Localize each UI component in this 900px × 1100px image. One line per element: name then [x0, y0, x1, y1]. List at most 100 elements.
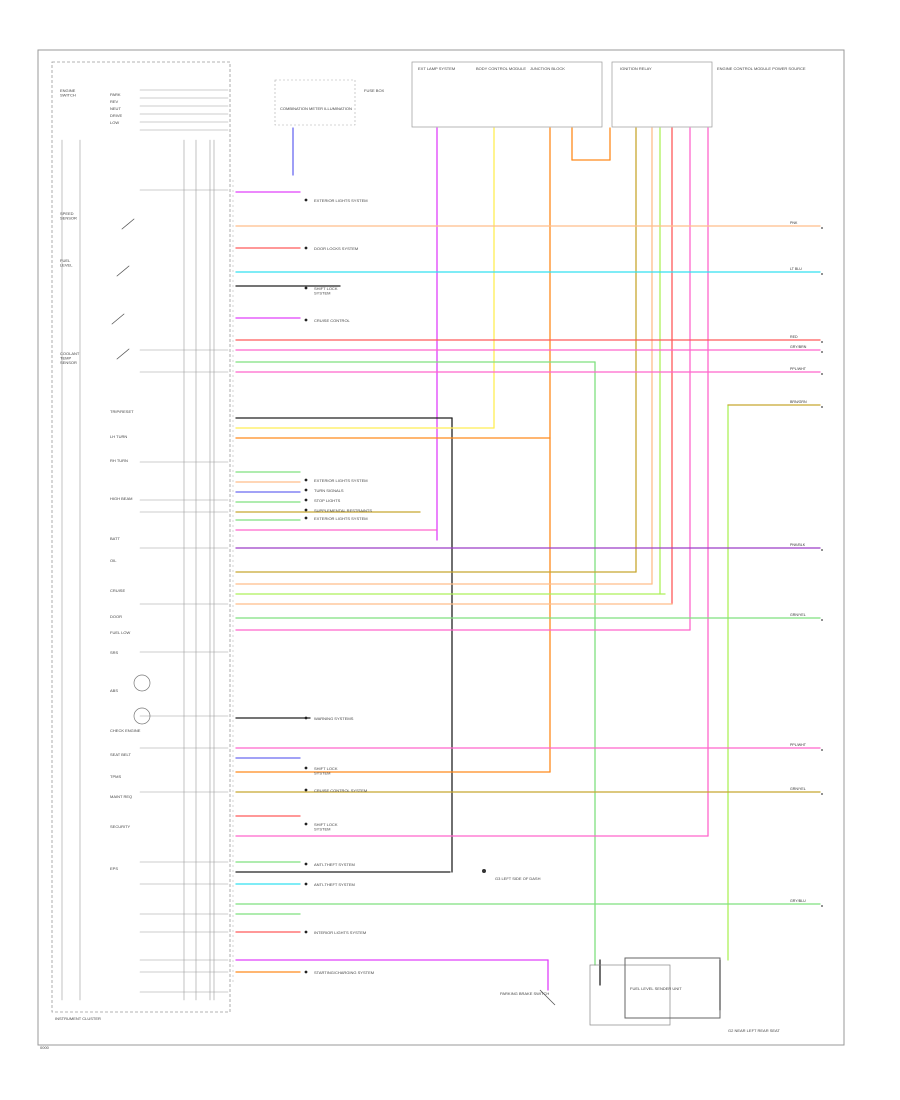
connector-end-dot	[821, 273, 823, 275]
connector-end-dot	[821, 619, 823, 621]
left-component-label-15: OIL	[110, 558, 117, 563]
left-component-label-12: RH TURN	[110, 458, 128, 463]
connector-dot	[304, 822, 308, 826]
top-label-4: JUNCTION BLOCK	[530, 66, 565, 71]
destination-label-15: ANTI-THEFT SYSTEM	[314, 882, 355, 887]
left-component-label-16: CRUISE	[110, 588, 125, 593]
left-component-label-23: TPMS	[110, 774, 121, 779]
top-components: COMBINATION METER ILLUMINATION EXT LAMP …	[274, 61, 806, 128]
left-component-label-25: SECURITY	[110, 824, 131, 829]
left-component-label-17: DOOR	[110, 614, 122, 619]
destination-label-12: CRUISE CONTROL SYSTEM	[314, 788, 367, 793]
connector-dot	[304, 930, 308, 934]
connector-dot	[304, 516, 308, 520]
top-component-box-2	[411, 61, 603, 128]
connector-end-dot	[821, 549, 823, 551]
destination-label-6: TURN SIGNALS	[314, 488, 344, 493]
connector-end-dot	[821, 793, 823, 795]
connector-end-dot	[821, 351, 823, 353]
top-component-box-3	[611, 61, 713, 128]
warning-lamp-icon	[133, 674, 151, 692]
connector-dot	[304, 970, 308, 974]
switch-symbol-3	[111, 313, 125, 325]
right-edge-label-10: GRN/YEL	[790, 787, 806, 791]
left-component-label-11: LH TURN	[110, 434, 127, 439]
top-label-6: IGNITION RELAY	[620, 66, 652, 71]
left-component-label-2: PARK	[110, 92, 121, 97]
switch-symbol-4	[116, 348, 130, 360]
ground-icon	[482, 869, 486, 873]
left-component-label-10: TRIP/RESET	[110, 409, 134, 414]
left-component-label-6: LOW	[110, 120, 119, 125]
top-label-7: ENGINE CONTROL MODULE POWER SOURCE	[717, 66, 806, 71]
connector-dot	[304, 882, 308, 886]
connector-dot	[304, 246, 308, 250]
bottom-components: PARKING BRAKE SWITCH FUEL LEVEL SENDER U…	[500, 957, 780, 1033]
connector-end-dot	[821, 406, 823, 408]
g2-box	[624, 957, 721, 1019]
diagram-border	[37, 49, 845, 1046]
bottom-label-1: PARKING BRAKE SWITCH	[500, 991, 549, 996]
connector-dot	[304, 862, 308, 866]
corner-note: 0000	[40, 1045, 50, 1050]
right-edge-label-1: PNK	[790, 221, 798, 225]
destination-label-10: WARNING SYSTEMS	[314, 716, 354, 721]
cluster-internal-wiring	[61, 89, 229, 1001]
switch-symbol-1	[121, 218, 135, 230]
connector-dot	[304, 498, 308, 502]
horizontal-wires	[235, 191, 821, 973]
ground-label: G3 LEFT SIDE OF DASH	[495, 876, 541, 881]
left-component-label-24: MAINT REQ	[110, 794, 132, 799]
top-label-5: FUSE BOX	[364, 88, 385, 93]
destination-label-1: EXTERIOR LIGHTS SYSTEM	[314, 198, 368, 203]
fuel-sender-box	[589, 964, 671, 1026]
destination-label-5: EXTERIOR LIGHTS SYSTEM	[314, 478, 368, 483]
connector-end-dot	[821, 905, 823, 907]
connector-end-dot	[821, 341, 823, 343]
connector-end-dot	[821, 749, 823, 751]
bottom-label-3: G2 NEAR LEFT REAR SEAT	[728, 1028, 780, 1033]
right-edge-label-8: GRN/YEL	[790, 613, 806, 617]
left-component-label-5: DRIVE	[110, 113, 123, 118]
left-component-label-4: NEUT	[110, 106, 121, 111]
top-component-box-1	[274, 79, 356, 126]
right-edge-label-11: GRY/BLU	[790, 899, 806, 903]
connector-dot	[304, 478, 308, 482]
destination-label-2: DOOR LOCKS SYSTEM	[314, 246, 358, 251]
connector-dot	[304, 716, 308, 720]
destination-labels: EXTERIOR LIGHTS SYSTEM DOOR LOCKS SYSTEM S…	[304, 198, 374, 975]
connector-dot	[304, 198, 308, 202]
instrument-cluster-box	[51, 61, 231, 1013]
warning-lamp-icon	[133, 707, 151, 725]
left-component-label-13: HIGH BEAM	[110, 496, 132, 501]
destination-label-9: EXTERIOR LIGHTS SYSTEM	[314, 516, 368, 521]
left-component-label-22: SEAT BELT	[110, 752, 131, 757]
destination-label-14: ANTI-THEFT SYSTEM	[314, 862, 355, 867]
connector-dot	[304, 286, 308, 290]
connector-dot	[304, 766, 308, 770]
right-edge-label-9: PPL/WHT	[790, 743, 807, 747]
parking-brake-switch-line	[539, 989, 556, 1006]
left-component-label-21: CHECK ENGINE	[110, 728, 141, 733]
connector-dot	[304, 788, 308, 792]
left-component-label-19: SRS	[110, 650, 119, 655]
connector-end-dot	[821, 227, 823, 229]
left-component-label-26: EPS	[110, 866, 118, 871]
destination-label-4: CRUISE CONTROL	[314, 318, 351, 323]
destination-label-8: SUPPLEMENTAL RESTRAINTS	[314, 508, 372, 513]
switch-symbol-2	[116, 265, 130, 277]
right-edge-label-2: LT BLU	[790, 267, 802, 271]
connector-dot	[304, 488, 308, 492]
left-component-label-20: ABS	[110, 688, 118, 693]
right-edge-label-3: RED	[790, 335, 798, 339]
right-edge-label-5: PPL/WHT	[790, 367, 807, 371]
module-label: INSTRUMENT CLUSTER	[55, 1016, 101, 1021]
bottom-label-2: FUEL LEVEL SENDER UNIT	[630, 986, 682, 991]
right-edge-label-4: GRY/BRN	[790, 345, 807, 349]
